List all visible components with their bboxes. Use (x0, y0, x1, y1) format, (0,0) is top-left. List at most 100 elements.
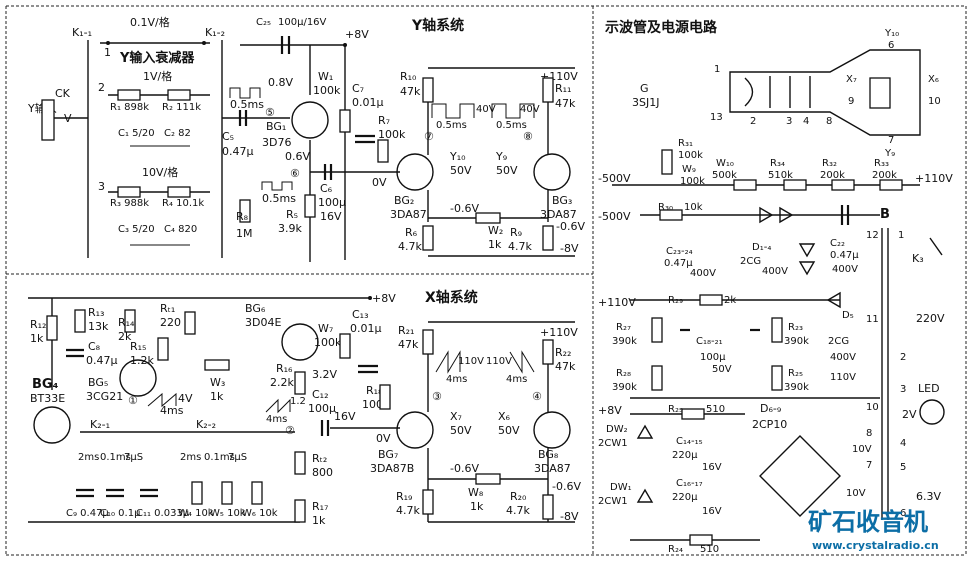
psu-title: 示波管及电源电路 (605, 19, 718, 36)
x7-label: X₇ (450, 410, 462, 423)
v06-label: 0.6V (285, 150, 310, 163)
w8-label: W₈ (468, 486, 484, 499)
d1-4-value: 2CG (740, 256, 761, 267)
bg2-type: 3DA87 (390, 208, 427, 221)
c4-label: C₄ 820 (164, 224, 197, 235)
saw-4v-label: 4V (178, 392, 193, 405)
r13-label: R₁₃ (88, 306, 104, 319)
bg5-type: 3CG21 (86, 390, 123, 403)
rt1-value: 220 (160, 316, 181, 329)
bg5-label: BG₅ (88, 376, 108, 389)
r18-label: R₁₈ (366, 384, 383, 397)
c25-value: 100μ/16V (278, 17, 327, 28)
bg6-transistor (281, 323, 319, 361)
bg6-type: 3D04E (245, 316, 281, 329)
r33-value: 200k (872, 170, 897, 181)
bg3-type: 3DA87 (540, 208, 577, 221)
c18-21-label: C₁₈-₂₁ (696, 336, 723, 347)
t01ms-label: 0.1ms (100, 452, 131, 463)
r16-value: 2.2k (270, 376, 294, 389)
c8-value: 0.47μ (86, 354, 118, 367)
bridge-rectifier (759, 435, 841, 517)
ac-10v-a: 10V (852, 444, 872, 455)
c3-label: C₃ 5/20 (118, 224, 155, 235)
bg5-transistor (119, 359, 157, 397)
tube-x6-label: X₆ (928, 74, 939, 85)
r20-value: 4.7k (506, 504, 530, 517)
bg4-label: BG₄ (32, 377, 59, 392)
w5-label: W₅ 10k (210, 508, 246, 519)
d6-9-type: 2CP10 (752, 418, 787, 431)
ck-label: CK (55, 87, 71, 100)
r34-value: 510k (768, 170, 793, 181)
r21-value: 47k (398, 338, 419, 351)
tube-pin10: 10 (928, 96, 941, 107)
bg4-type: BT33E (30, 392, 65, 405)
x7-value: 50V (450, 424, 472, 437)
x6-label: X₆ (498, 410, 511, 423)
w10-value: 500k (712, 170, 737, 181)
rt2-label: Rₜ₂ (312, 452, 327, 465)
saw-4ms-a: 4ms (446, 374, 467, 385)
tube-g-label: G (640, 82, 649, 95)
w4-label: W₄ 10k (178, 508, 214, 519)
bg7-type: 3DA87B (370, 462, 414, 475)
vneg500-a: -500V (598, 172, 631, 185)
bg7-label: BG₇ (378, 448, 398, 461)
transformer-label: B (880, 207, 890, 222)
c14-15-voltage: 16V (702, 462, 722, 473)
pulse-05ms-a: 0.5ms (436, 120, 467, 131)
dw2-label: DW₂ (606, 424, 628, 435)
dw2-type: 2CW1 (598, 438, 628, 449)
k3-label: K₃ (912, 252, 924, 265)
c22-voltage: 400V (832, 264, 858, 275)
y9-label: Y₉ (495, 150, 507, 163)
y9-value: 50V (496, 164, 518, 177)
saw-110v-a: 110V (458, 356, 484, 367)
d5-voltage: 400V (830, 352, 856, 363)
c23-24-voltage: 400V (690, 268, 716, 279)
b-pin5: 5 (900, 462, 906, 473)
sig-05ms-label: 0.5ms (230, 98, 264, 111)
tube-x7-label: X₇ (846, 74, 857, 85)
r17-label: R₁₇ (312, 500, 328, 513)
b-pin11: 11 (866, 314, 879, 325)
bg8-type: 3DA87 (534, 462, 571, 475)
b-pin10: 10 (866, 402, 879, 413)
tube-pin7: 7 (888, 135, 894, 146)
pos3-label: 3 (98, 180, 105, 193)
ac-110v: 110V (830, 372, 856, 383)
d5-value: 2CG (828, 336, 849, 347)
tube-pin8: 8 (826, 116, 832, 127)
t2ms-b-label: 2ms (180, 452, 201, 463)
x-section: +8V R₁₂ 1k R₁₃ 13k R₁₄ 2k Rₜ₁ 220 BG₆ 3D… (28, 292, 581, 527)
y-section: K₁-₁ K₁-₂ 0.1V/格 1 Y输入衰减器 1V/格 2 Y输入 CK … (27, 15, 585, 262)
r22-value: 47k (555, 360, 576, 373)
r28-label: R₂₈ (616, 368, 631, 379)
r15-label: R₁₅ (130, 340, 146, 353)
bg1-label: BG₁ (266, 120, 286, 133)
r10-value: 47k (400, 85, 421, 98)
c5-label: C₅ (222, 130, 234, 143)
r5-label: R₅ (286, 208, 298, 221)
bg2-label: BG₂ (394, 194, 414, 207)
c18-21-voltage: 50V (712, 364, 732, 375)
wz-value: 1k (488, 238, 502, 251)
pulse-40v-a: 40V (476, 104, 496, 115)
c16-17-value: 220μ (672, 492, 698, 503)
r9-value: 4.7k (508, 240, 532, 253)
c7-label: C₇ (352, 82, 364, 95)
r14-value: 2k (118, 330, 132, 343)
c10-label: C₁₀ 0.1μ (100, 508, 141, 519)
c18-21-value: 100μ (700, 352, 726, 363)
w10-label: W₁₀ (716, 158, 734, 169)
r29-value: 2k (724, 295, 736, 306)
w7-value: 100k (314, 336, 342, 349)
r33-label: R₃₃ (874, 158, 889, 169)
node7-label: ⑦ (424, 130, 434, 143)
t2ms-label: 2ms (78, 452, 99, 463)
w9-label: W₉ (682, 164, 696, 175)
v32-label: 3.2V (312, 368, 337, 381)
tube-pin9: 9 (848, 96, 854, 107)
